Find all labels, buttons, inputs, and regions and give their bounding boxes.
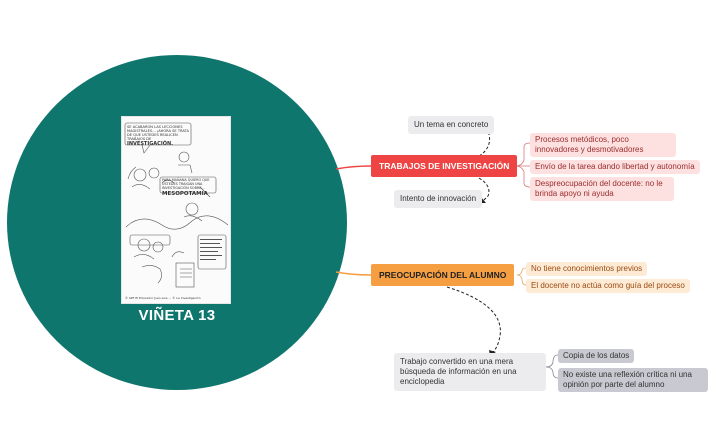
node-intento-innovacion[interactable]: Intento de innovación (394, 190, 483, 208)
dashed-arrow-tema (478, 130, 490, 157)
comic-caption-1-emphasis: INVESTIGACIÓN. (127, 140, 174, 147)
comic-caption-1: SE ACABARON LAS LECCIONES MAGISTRALES...… (127, 125, 189, 142)
connector-trabajos (335, 165, 372, 170)
connector-despreocupacion (514, 165, 531, 188)
leaf-envio-tarea[interactable]: Envío de la tarea dando libertad y auton… (530, 160, 700, 174)
comic-caption-2-emphasis: MESOPOTAMIA (162, 190, 208, 197)
connector-copia (545, 354, 559, 368)
node-tema-concreto[interactable]: Un tema en concreto (408, 116, 495, 134)
leaf-docente-no-guia[interactable]: El docente no actúa como guía del proces… (526, 279, 690, 293)
topic-preocupacion-alumno[interactable]: PREOCUPACIÓN DEL ALUMNO (371, 264, 515, 286)
connector-preocupacion (335, 271, 372, 276)
dashed-arrow-intento (478, 177, 490, 201)
connector-no-reflexion (545, 366, 559, 379)
connector-procesos (514, 142, 531, 167)
leaf-despreocupacion-docente[interactable]: Despreocupación del docente: no le brind… (530, 177, 674, 201)
comic-caption-2: PARA MAÑANA QUIERO QUE USTEDES TRAIGAN U… (162, 178, 210, 190)
node-trabajo-convertido[interactable]: Trabajo convertido en una mera búsqueda … (394, 353, 546, 391)
comic-drawing (124, 122, 229, 288)
comic-image: SE ACABARON LAS LECCIONES MAGISTRALES...… (121, 116, 231, 304)
leaf-copia-datos[interactable]: Copia de los datos (558, 349, 635, 363)
leaf-no-reflexion-critica[interactable]: No existe una reflexión crítica ni una o… (558, 368, 708, 392)
leaf-no-conocimientos[interactable]: No tiene conocimientos previos (526, 262, 648, 276)
dashed-arrow-trabajo (446, 286, 501, 353)
leaf-procesos-metodicos[interactable]: Procesos metódicos, poco innovadores y d… (530, 133, 676, 157)
comic-credit: © SPF El Educador Juan Luis ... © La Inv… (125, 296, 201, 300)
connector-docente (516, 274, 527, 286)
topic-trabajos-investigacion[interactable]: TRABAJOS DE INVESTIGACIÓN (371, 155, 518, 177)
central-topic-title: VIÑETA 13 (138, 307, 216, 324)
connector-no-conocimientos (516, 267, 527, 276)
